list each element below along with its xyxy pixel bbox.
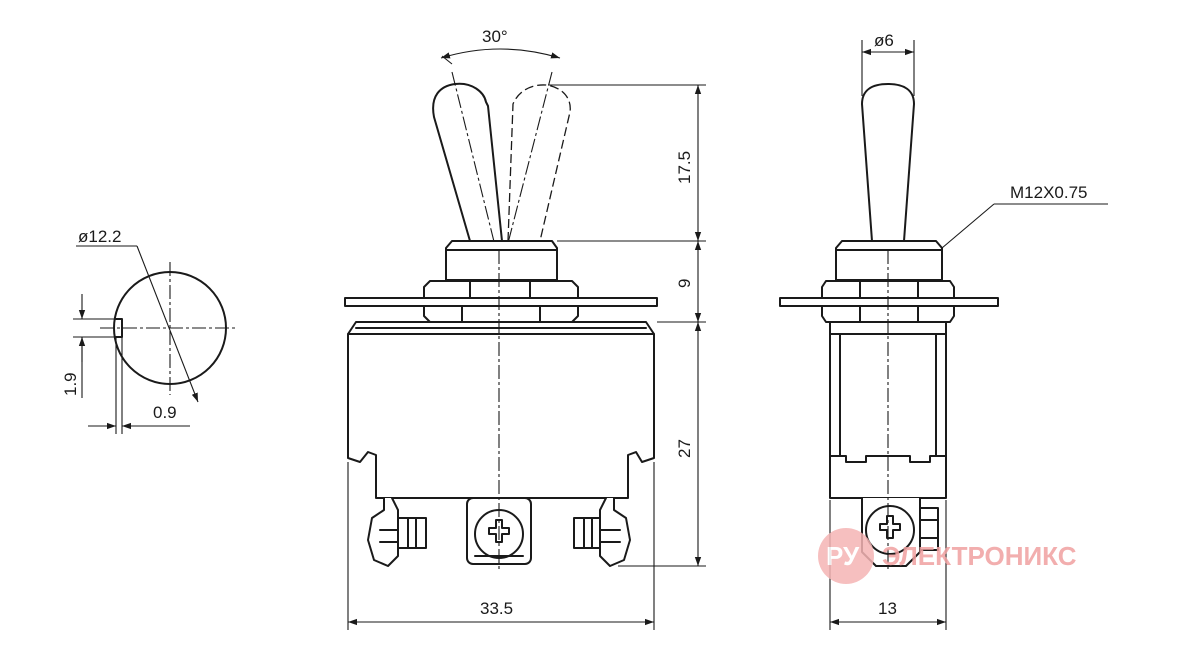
cutout-key-notch — [115, 318, 123, 338]
svg-text:ЭЛЕКТРОНИКС: ЭЛЕКТРОНИКС — [882, 541, 1077, 571]
side-lever — [861, 83, 915, 242]
terminal-left — [367, 497, 427, 567]
terminal-right — [573, 497, 631, 567]
thread-label: M12X0.75 — [1010, 183, 1088, 202]
hole-diameter-label: ø12.2 — [78, 227, 121, 246]
front-view: 30° — [344, 27, 706, 630]
lever-length-label: 17.5 — [675, 151, 694, 184]
angle-label: 30° — [482, 27, 508, 46]
side-body — [829, 321, 947, 499]
svg-text:РУ: РУ — [826, 541, 860, 571]
switch-body — [347, 321, 655, 499]
side-top-nut — [835, 240, 943, 281]
side-terminal — [861, 497, 939, 567]
mounting-plate — [344, 297, 658, 307]
body-height-label: 27 — [675, 439, 694, 458]
lever-diameter-label: ø6 — [874, 31, 894, 50]
side-width-label: 13 — [878, 599, 897, 618]
side-view: ø6 M12X0.75 — [779, 31, 1108, 630]
watermark-logo: РУ ЭЛЕКТРОНИКС — [818, 528, 1077, 584]
bushing-height-label: 9 — [675, 279, 694, 288]
side-mounting-plate — [779, 297, 999, 307]
washer-nut — [423, 280, 579, 299]
lower-nut — [423, 305, 579, 323]
body-width-label: 33.5 — [480, 599, 513, 618]
key-width-label: 0.9 — [153, 403, 177, 422]
key-height-label: 1.9 — [61, 372, 80, 396]
top-nut — [445, 240, 558, 281]
lever-solid — [432, 82, 503, 242]
panel-cutout-view: ø12.2 1.9 0.9 — [61, 227, 238, 434]
lever-dashed — [507, 84, 571, 242]
